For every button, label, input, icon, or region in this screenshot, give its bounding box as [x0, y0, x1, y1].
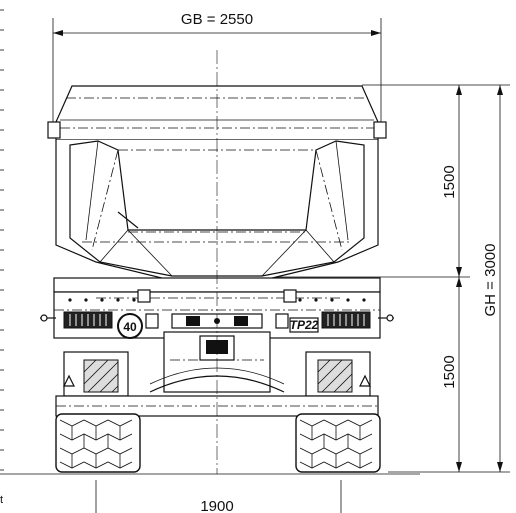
overall-width-label: GB = 2550 [181, 11, 253, 28]
overall-width-dimension: GB = 2550 [52, 11, 382, 135]
body-height-label: 1500 [441, 165, 458, 198]
track-width-dimension: 1900 [95, 480, 342, 513]
left-margin-ticks [0, 9, 4, 471]
track-width-label: 1900 [200, 498, 233, 513]
speed-limit-value: 40 [123, 320, 137, 334]
edge-text-fragment: t [0, 494, 3, 506]
model-plate: TP22 [289, 317, 319, 333]
overall-height-label: GH = 3000 [482, 244, 499, 317]
chassis-height-label: 1500 [441, 355, 458, 388]
left-wheel [55, 413, 141, 473]
chassis-front [40, 277, 394, 339]
right-wheel [295, 413, 381, 473]
height-dimensions: 1500 1500 GH = 3000 [270, 84, 510, 473]
model-plate-text: TP22 [290, 318, 319, 332]
speed-limit-sign: 40 [117, 313, 143, 339]
